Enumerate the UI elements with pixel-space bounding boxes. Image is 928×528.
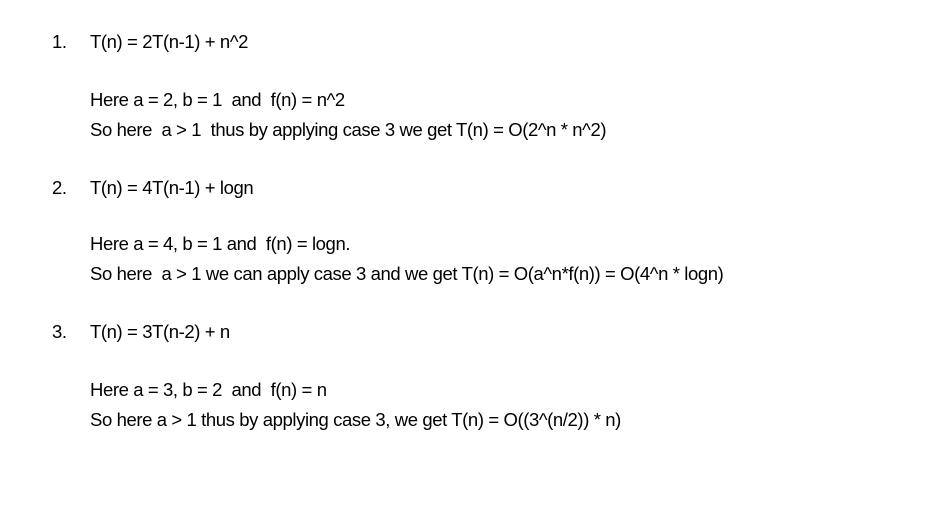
recurrence: T(n) = 3T(n-2) + n [90, 321, 230, 342]
item-1: 1. T(n) = 2T(n-1) + n^2 Here a = 2, b = … [0, 31, 928, 176]
item-number: 2. [52, 177, 67, 198]
item-3: 3. T(n) = 3T(n-2) + n Here a = 3, b = 2 … [0, 321, 928, 440]
conclusion: So here a > 1 we can apply case 3 and we… [90, 263, 724, 284]
parameters: Here a = 4, b = 1 and f(n) = logn. [90, 233, 351, 254]
item-number: 3. [52, 321, 67, 342]
parameters: Here a = 2, b = 1 and f(n) = n^2 [90, 89, 345, 110]
conclusion: So here a > 1 thus by applying case 3 we… [90, 119, 607, 140]
recurrence: T(n) = 4T(n-1) + logn [90, 177, 254, 198]
item-2: 2. T(n) = 4T(n-1) + logn Here a = 4, b =… [0, 177, 928, 308]
recurrence: T(n) = 2T(n-1) + n^2 [90, 31, 248, 52]
conclusion: So here a > 1 thus by applying case 3, w… [90, 409, 621, 430]
item-number: 1. [52, 31, 67, 52]
parameters: Here a = 3, b = 2 and f(n) = n [90, 379, 327, 400]
